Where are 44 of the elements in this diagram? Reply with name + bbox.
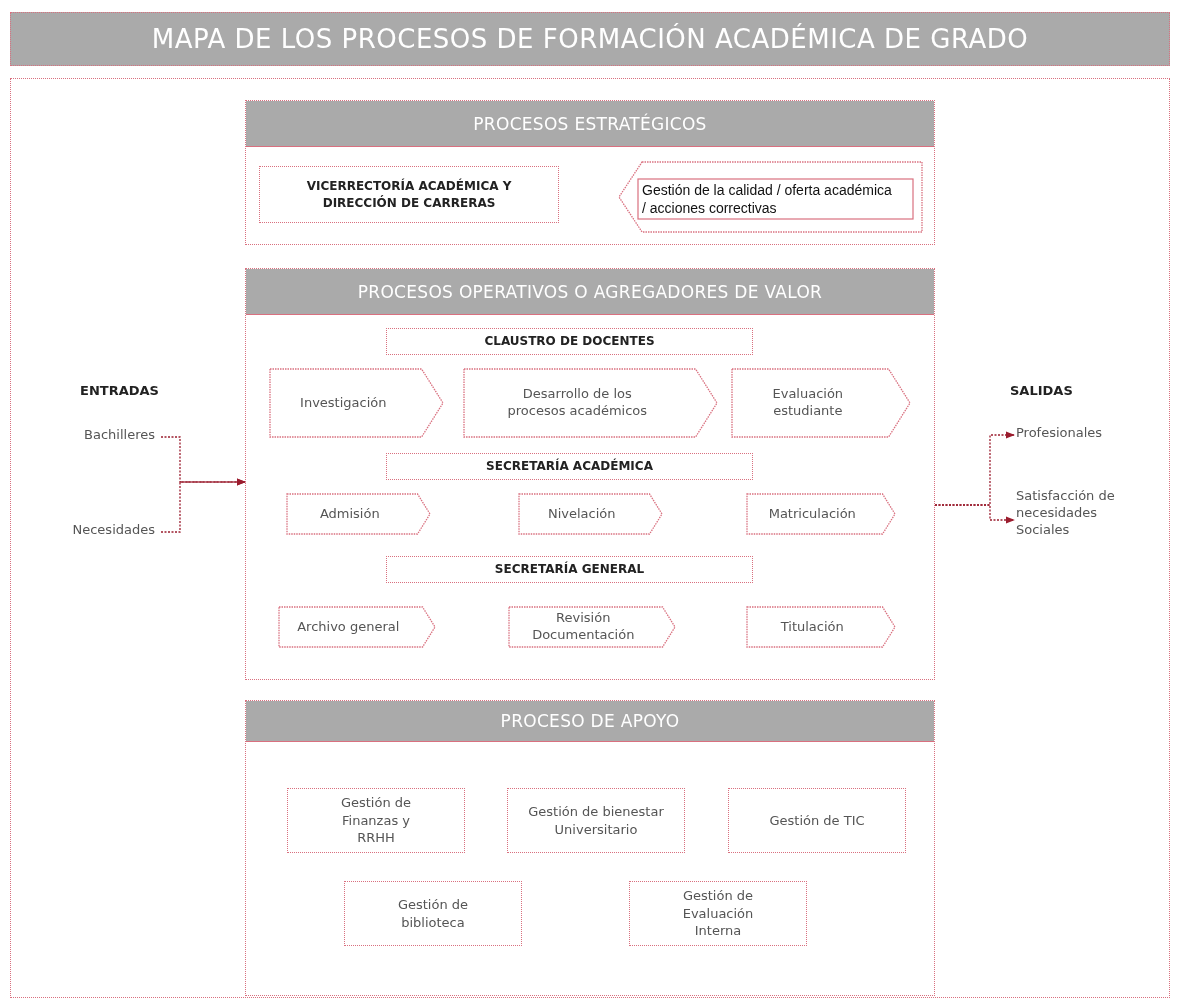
process-panel	[245, 100, 935, 245]
process-label: Revisión Documentación	[531, 609, 636, 644]
process-label: Titulación	[779, 617, 845, 636]
process-label: Matriculación	[767, 504, 857, 523]
process-label: Desarrollo de los procesos académicos	[506, 385, 649, 420]
process-box: VICERRECTORÍA ACADÉMICA Y DIRECCIÓN DE CARRERAS	[259, 166, 559, 223]
process-panel	[245, 700, 935, 996]
process-step-box	[618, 161, 923, 233]
arrow	[160, 478, 246, 533]
process-box: SECRETARÍA GENERAL	[386, 556, 753, 583]
process-step-box	[463, 368, 718, 438]
flow-label: Bachilleres	[55, 427, 155, 447]
title-bar: MAPA DE LOS PROCESOS DE FORMACIÓN ACADÉMICA DE GRADO	[10, 12, 1170, 66]
process-step-box	[286, 493, 431, 535]
section-label: SALIDAS	[1010, 383, 1073, 398]
process-step-box	[746, 493, 896, 535]
process-step-box	[518, 493, 663, 535]
process-box: Gestión de Finanzas y RRHH	[287, 788, 465, 853]
process-step-box	[508, 606, 676, 648]
process-box: Gestión de Evaluación Interna	[629, 881, 807, 946]
process-label: Evaluación estudiante	[771, 385, 845, 420]
process-box: Gestión de bienestar Universitario	[507, 788, 685, 853]
flow-label: Profesionales	[1016, 425, 1136, 445]
process-label: Admisión	[318, 504, 381, 523]
process-box: Gestión de TIC	[728, 788, 906, 853]
process-label: Archivo general	[296, 617, 401, 636]
process-box: Gestión de biblioteca	[344, 881, 522, 946]
process-step-box	[731, 368, 911, 438]
process-panel	[245, 268, 935, 680]
arrow	[934, 504, 1015, 524]
process-step-box	[278, 606, 436, 648]
section-header: PROCESO DE APOYO	[246, 701, 934, 742]
section-label: ENTRADAS	[80, 383, 159, 398]
process-box: SECRETARÍA ACADÉMICA	[386, 453, 753, 480]
process-label: Gestión de la calidad / oferta académica / acciones correctivas	[642, 180, 892, 218]
flow-label: Satisfacción de necesidades Sociales	[1016, 488, 1136, 552]
process-box: CLAUSTRO DE DOCENTES	[386, 328, 753, 355]
flow-label: Necesidades	[45, 522, 155, 542]
process-step-box	[746, 606, 896, 648]
process-label: Investigación	[299, 393, 388, 412]
section-header: PROCESOS OPERATIVOS O AGREGADORES DE VALOR	[246, 269, 934, 315]
process-step-box	[269, 368, 444, 438]
section-header: PROCESOS ESTRATÉGICOS	[246, 101, 934, 147]
process-label: Nivelación	[547, 504, 617, 523]
